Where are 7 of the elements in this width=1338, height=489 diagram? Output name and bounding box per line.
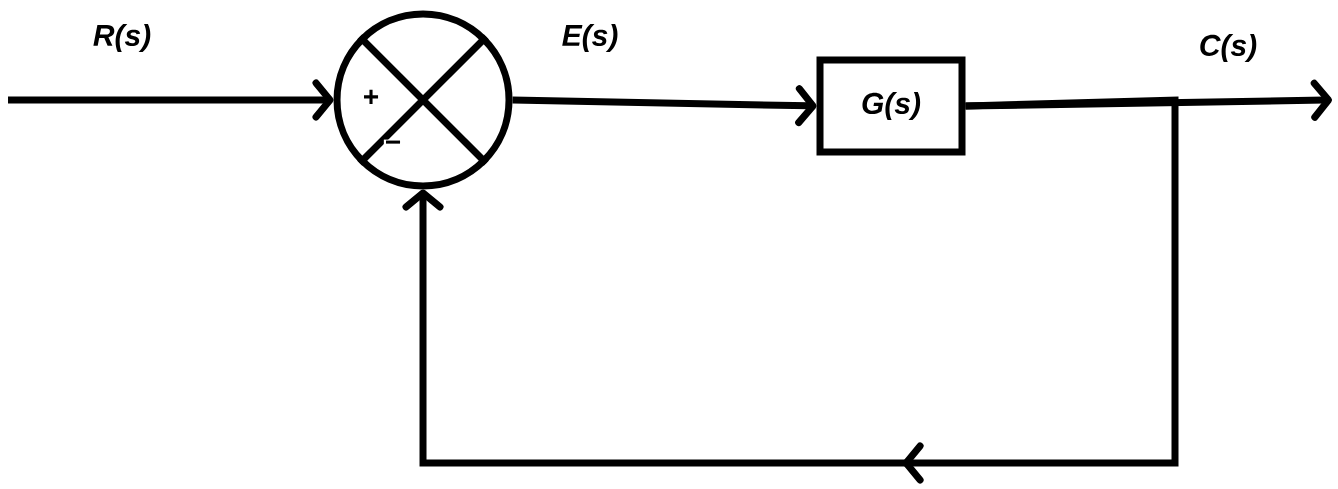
arrow [512, 85, 817, 127]
edge-label: R(s) [93, 24, 151, 52]
summing-junction: + − [333, 10, 513, 190]
feedback-arrow [402, 96, 1179, 484]
edge-label: C(s) [1200, 34, 1257, 62]
block-box: G(s) [816, 56, 966, 156]
edge-label: E(s) [562, 24, 618, 52]
